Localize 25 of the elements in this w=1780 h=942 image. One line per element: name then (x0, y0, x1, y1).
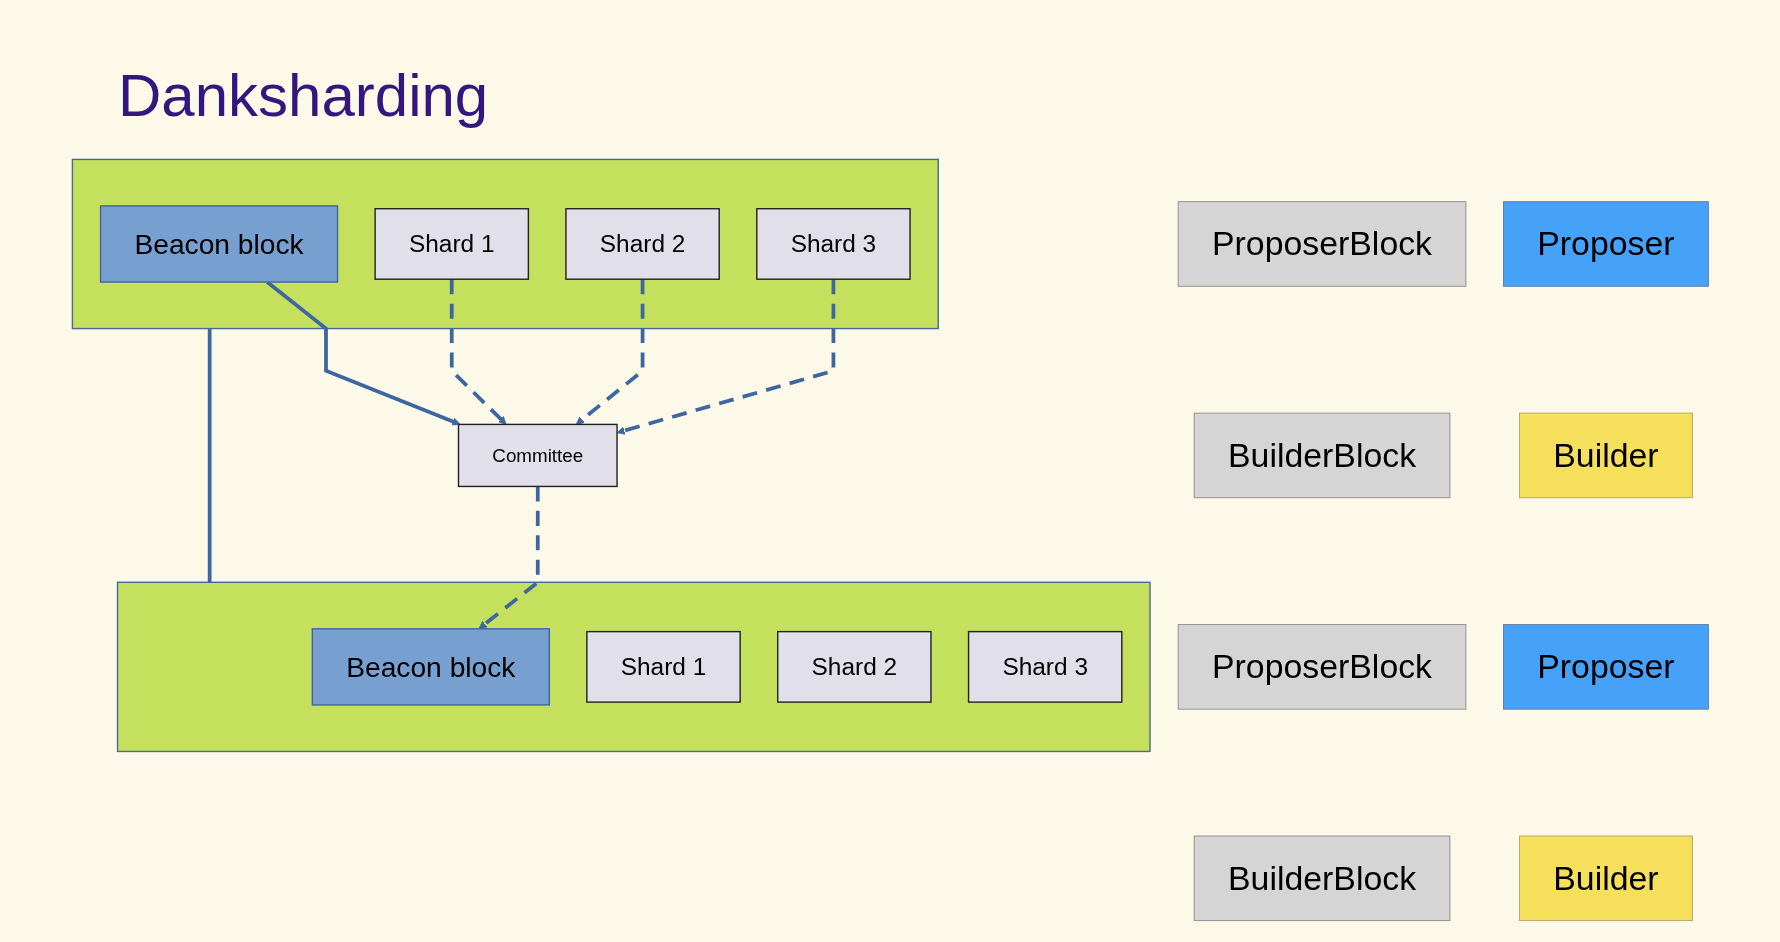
node-box: Beacon block (311, 628, 550, 706)
node-box: Committee (457, 423, 618, 488)
node-box: ProposerBlock (1177, 201, 1466, 287)
cluster (116, 581, 1151, 753)
arrow (449, 279, 507, 425)
node-box: Proposer (1502, 624, 1709, 710)
node-box: Builder (1518, 412, 1693, 499)
node-box: ProposerBlock (1177, 624, 1466, 710)
node-box: Beacon block (99, 205, 338, 283)
node-box: Proposer (1502, 201, 1709, 287)
node-box: Builder (1518, 835, 1693, 922)
arrow (575, 279, 645, 425)
node-box: Shard 2 (776, 630, 932, 703)
node-box: Shard 1 (585, 630, 741, 703)
node-box: BuilderBlock (1193, 412, 1450, 499)
node-box: Shard 1 (374, 208, 529, 280)
diagram-title: Danksharding (118, 61, 489, 131)
node-box: Shard 2 (564, 208, 720, 280)
node-box: BuilderBlock (1193, 835, 1450, 922)
arrow (478, 486, 540, 630)
node-box: Shard 3 (967, 630, 1123, 703)
connector (207, 328, 212, 583)
cluster (71, 158, 939, 330)
arrow (616, 279, 835, 435)
node-box: Shard 3 (755, 208, 911, 280)
